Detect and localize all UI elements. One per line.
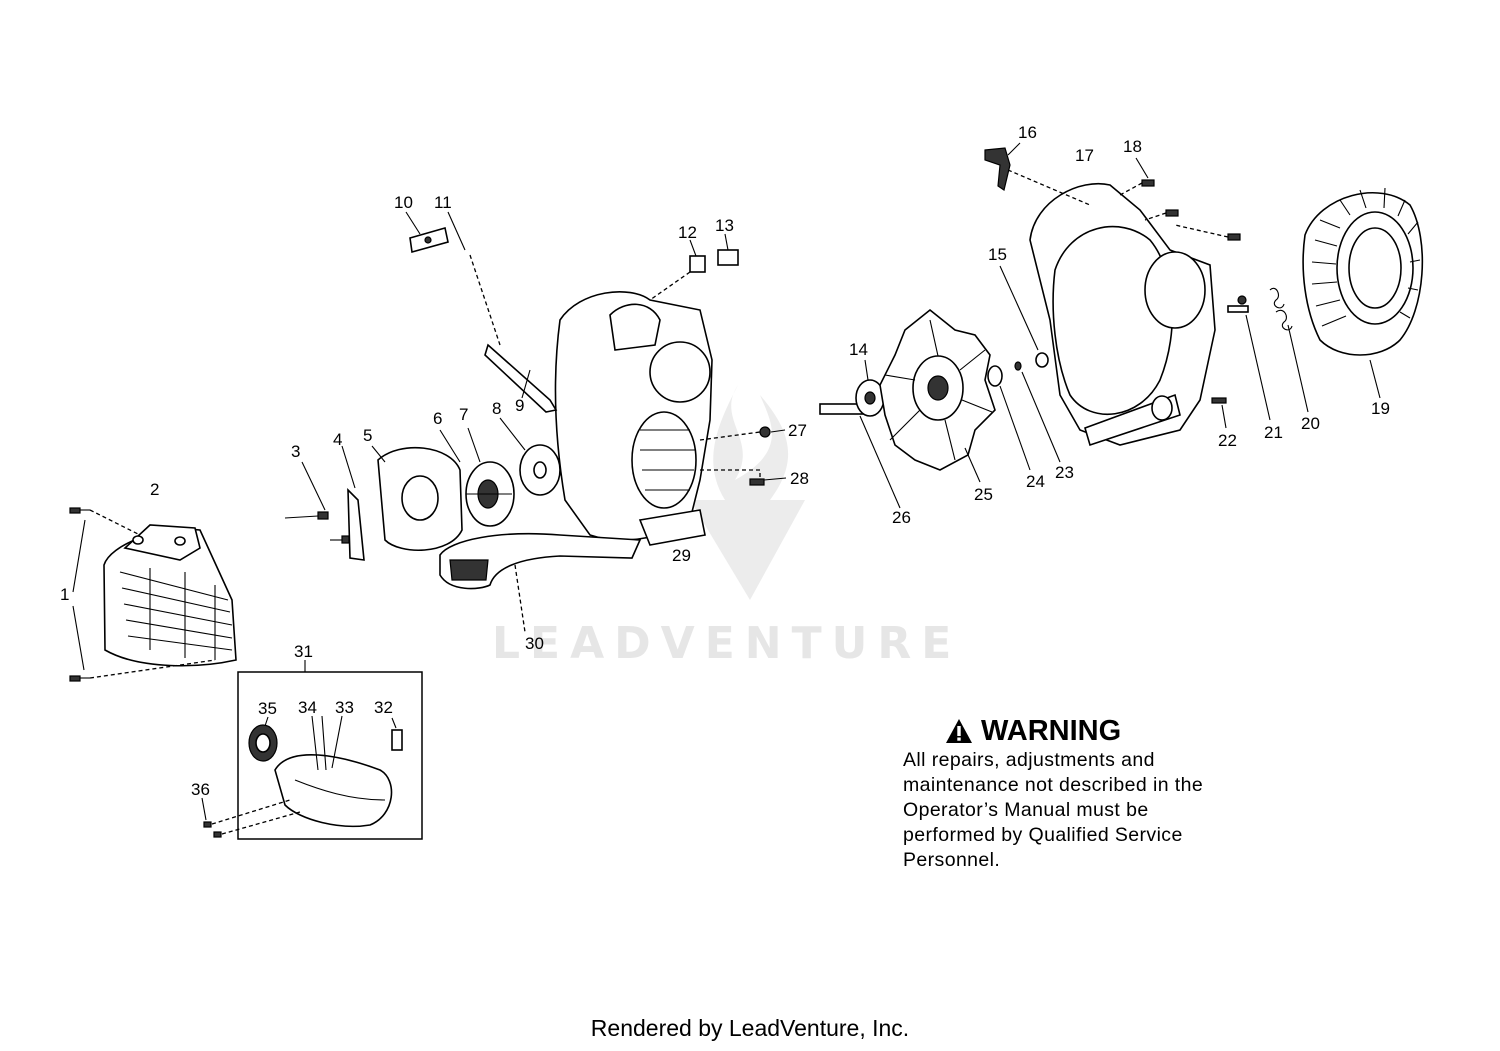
part-5-housing — [371, 445, 463, 551]
part-2-cover — [103, 524, 237, 667]
callout-15: 15 — [988, 245, 1007, 264]
part-18-screws — [1119, 157, 1241, 241]
callout-34: 34 — [298, 698, 317, 717]
warning-notice: WARNING All repairs, adjustments and mai… — [903, 716, 1263, 873]
part-3-screws — [284, 461, 350, 544]
callout-8: 8 — [492, 399, 501, 418]
callout-26: 26 — [892, 508, 911, 527]
callout-3: 3 — [291, 442, 300, 461]
callout-10: 10 — [394, 193, 413, 212]
callout-25: 25 — [974, 485, 993, 504]
callout-4: 4 — [333, 430, 342, 449]
part-10-cap — [405, 211, 449, 254]
part-17-blower-housing — [1029, 183, 1216, 447]
callout-30: 30 — [525, 634, 544, 653]
part-7-pulley — [439, 427, 515, 527]
watermark: LEADVENTURE — [492, 618, 962, 669]
callout-36: 36 — [191, 780, 210, 799]
callout-29: 29 — [672, 546, 691, 565]
callout-18: 18 — [1123, 137, 1142, 156]
callout-7: 7 — [459, 405, 468, 424]
footer-credit: Rendered by LeadVenture, Inc. — [590, 1015, 910, 1041]
part-8-washer — [499, 417, 561, 496]
part-35-knob — [248, 716, 278, 762]
watermark-logo — [690, 385, 805, 600]
part-14-spacer — [855, 359, 885, 417]
callout-6: 6 — [433, 409, 442, 428]
warning-text: All repairs, adjustments and maintenance… — [903, 749, 1204, 871]
warning-title: WARNING — [981, 715, 1122, 747]
part-27-nut — [759, 426, 786, 438]
part-31-group-box — [237, 660, 423, 840]
part-1-screws — [69, 507, 216, 682]
callout-31: 31 — [294, 642, 313, 661]
callout-9: 9 — [515, 396, 524, 415]
warning-triangle-icon — [946, 719, 972, 743]
callout-11: 11 — [434, 193, 452, 212]
part-24-washer — [987, 365, 1031, 471]
part-16-switch — [984, 142, 1091, 206]
callout-21: 21 — [1264, 423, 1283, 442]
part-4-gasket — [341, 445, 365, 561]
callout-27: 27 — [788, 421, 807, 440]
part-21-bolt — [1227, 295, 1271, 421]
callout-33: 33 — [335, 698, 354, 717]
callout-14: 14 — [849, 340, 868, 359]
part-33-34-throttle — [274, 715, 393, 828]
part-20-spring — [1269, 287, 1309, 413]
callout-1: 1 — [60, 585, 69, 604]
callout-24: 24 — [1026, 472, 1045, 491]
callout-12: 12 — [678, 223, 697, 242]
part-29-main-housing — [554, 291, 761, 546]
part-22-screw — [1211, 397, 1227, 429]
callout-5: 5 — [363, 426, 372, 445]
part-28-screw — [749, 477, 787, 486]
part-11-line — [447, 211, 558, 413]
part-36-screws — [201, 797, 301, 838]
part-23-nut — [1014, 361, 1061, 463]
callout-17: 17 — [1075, 146, 1094, 165]
part-15-nut — [999, 265, 1049, 368]
callout-32: 32 — [374, 698, 393, 717]
callout-35: 35 — [258, 699, 277, 718]
part-32-pin — [391, 717, 403, 751]
callout-2: 2 — [150, 480, 159, 499]
callout-13: 13 — [715, 216, 734, 235]
part-30-handle — [439, 532, 642, 633]
part-19-intake-guard — [1302, 187, 1424, 399]
part-25-impeller — [879, 308, 996, 483]
callout-28: 28 — [790, 469, 809, 488]
callout-23: 23 — [1055, 463, 1074, 482]
callout-19: 19 — [1371, 399, 1390, 418]
callout-16: 16 — [1018, 123, 1037, 142]
callout-labels: 1 2 3 4 5 6 7 8 9 10 11 12 13 14 15 16 1… — [60, 123, 1390, 799]
part-12-grommet — [649, 239, 706, 301]
callout-20: 20 — [1301, 414, 1320, 433]
warning-heading: WARNING — [945, 716, 1263, 746]
callout-22: 22 — [1218, 431, 1237, 450]
part-13-grommet — [717, 233, 739, 266]
